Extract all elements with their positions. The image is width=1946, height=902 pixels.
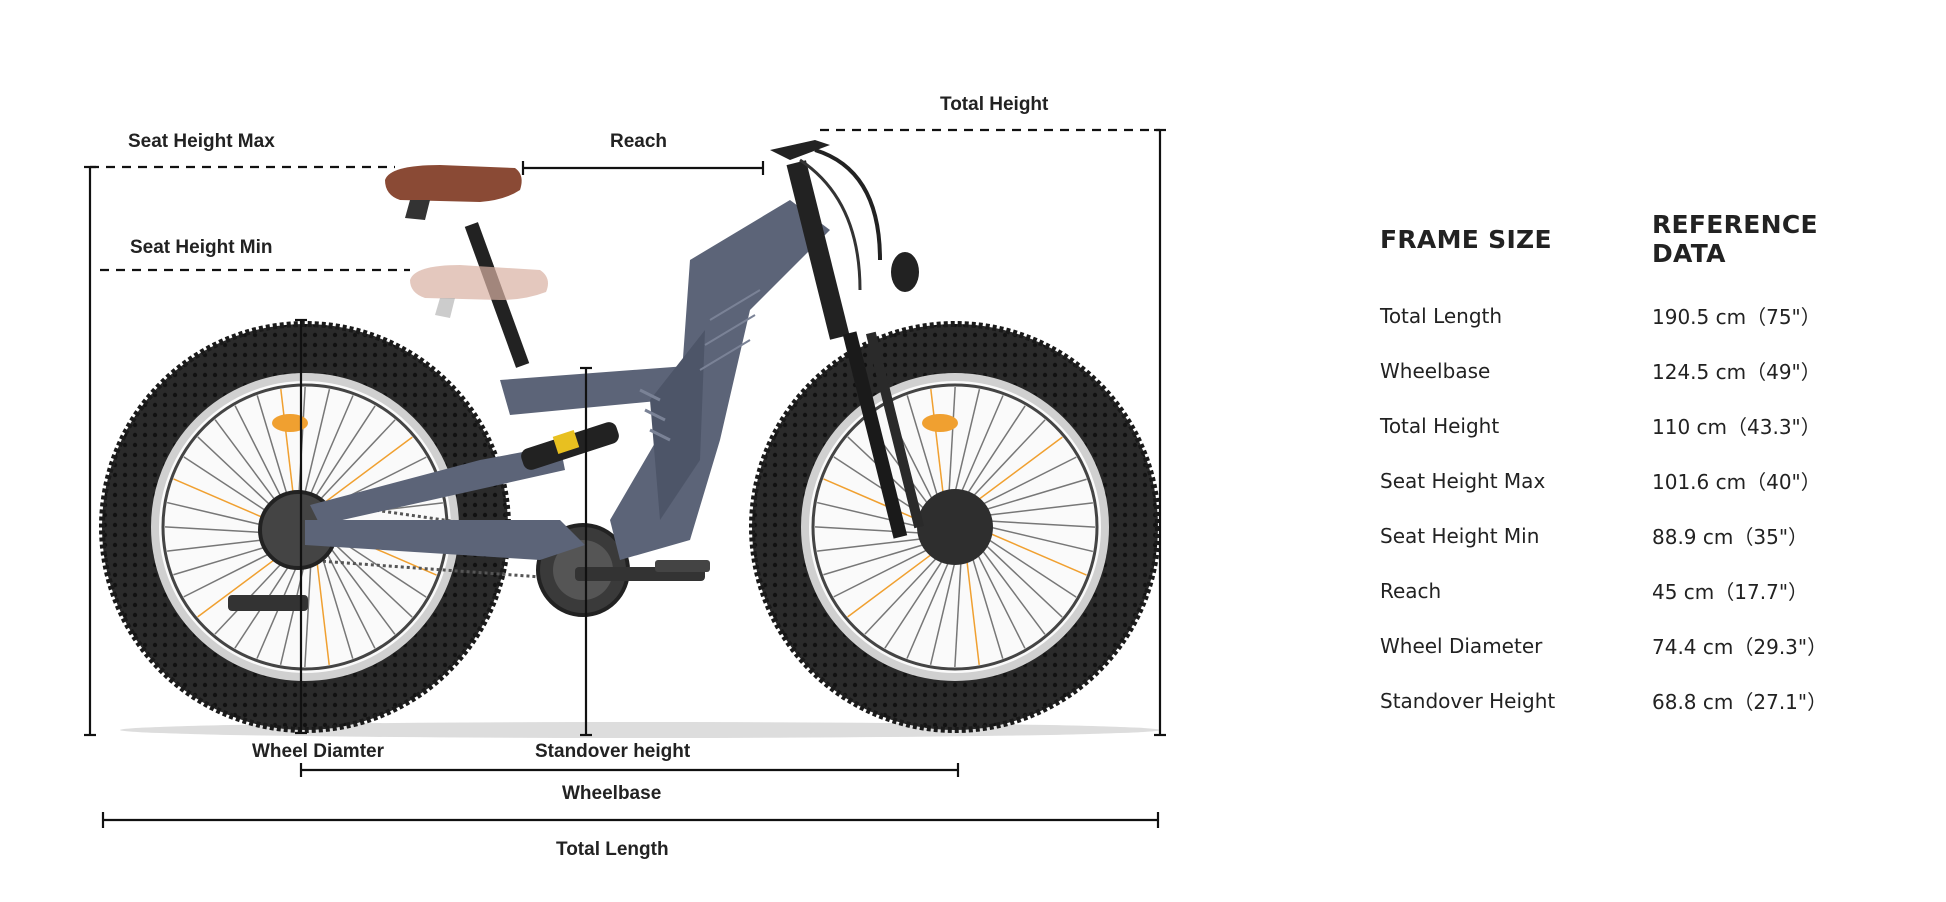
table-row: Total Height 110 cm（43.3"） [1380, 398, 1900, 453]
bike-geometry-diagram: Seat Height Max Seat Height Min Reach To… [84, 94, 1166, 860]
row-value: 110 cm（43.3"） [1652, 415, 1821, 439]
row-value: 45 cm（17.7"） [1652, 580, 1809, 604]
table-row: Wheelbase 124.5 cm（49"） [1380, 343, 1900, 398]
frame-size-table: FRAME SIZE REFERENCE DATA Total Length 19… [1380, 210, 1900, 728]
label-standover-height: Standover height [535, 741, 691, 762]
row-name: Reach [1380, 578, 1442, 603]
seat-assembly [385, 165, 548, 368]
row-name: Wheelbase [1380, 358, 1491, 383]
dimension-lines [84, 128, 1166, 828]
row-value: 124.5 cm（49"） [1652, 360, 1821, 384]
label-wheelbase: Wheelbase [562, 783, 661, 804]
table-row: Seat Height Min 88.9 cm（35"） [1380, 508, 1900, 563]
label-total-height: Total Height [940, 94, 1049, 115]
drivetrain [228, 490, 710, 617]
row-name: Seat Height Min [1380, 523, 1540, 548]
table-row: Seat Height Max 101.6 cm（40"） [1380, 453, 1900, 508]
table-row: Total Length 190.5 cm（75"） [1380, 288, 1900, 343]
header-frame-size: FRAME SIZE [1380, 224, 1552, 254]
label-seat-height-min: Seat Height Min [130, 237, 273, 258]
table-row: Standover Height 68.8 cm（27.1"） [1380, 673, 1900, 728]
label-total-length: Total Length [556, 839, 669, 860]
table-row: Reach 45 cm（17.7"） [1380, 563, 1900, 618]
label-seat-height-max: Seat Height Max [128, 131, 275, 152]
label-wheel-diameter: Wheel Diamter [252, 741, 385, 762]
row-name: Total Height [1380, 413, 1500, 438]
label-reach: Reach [610, 131, 667, 152]
front-wheel [749, 321, 1161, 733]
table-header-row: FRAME SIZE REFERENCE DATA [1380, 210, 1900, 288]
row-name: Wheel Diameter [1380, 633, 1543, 658]
header-reference-data: REFERENCE DATA [1652, 210, 1818, 268]
row-value: 101.6 cm（40"） [1652, 470, 1821, 494]
table-row: Wheel Diameter 74.4 cm（29.3"） [1380, 618, 1900, 673]
row-name: Total Length [1380, 303, 1503, 328]
bike-frame [305, 200, 830, 560]
row-value: 74.4 cm（29.3"） [1652, 635, 1828, 659]
row-name: Standover Height [1380, 688, 1556, 713]
row-value: 88.9 cm（35"） [1652, 525, 1809, 549]
row-name: Seat Height Max [1380, 468, 1546, 493]
ground-shadow [120, 722, 1160, 738]
row-value: 190.5 cm（75"） [1652, 305, 1821, 329]
fork-and-handlebar [770, 140, 925, 539]
row-value: 68.8 cm（27.1"） [1652, 690, 1828, 714]
